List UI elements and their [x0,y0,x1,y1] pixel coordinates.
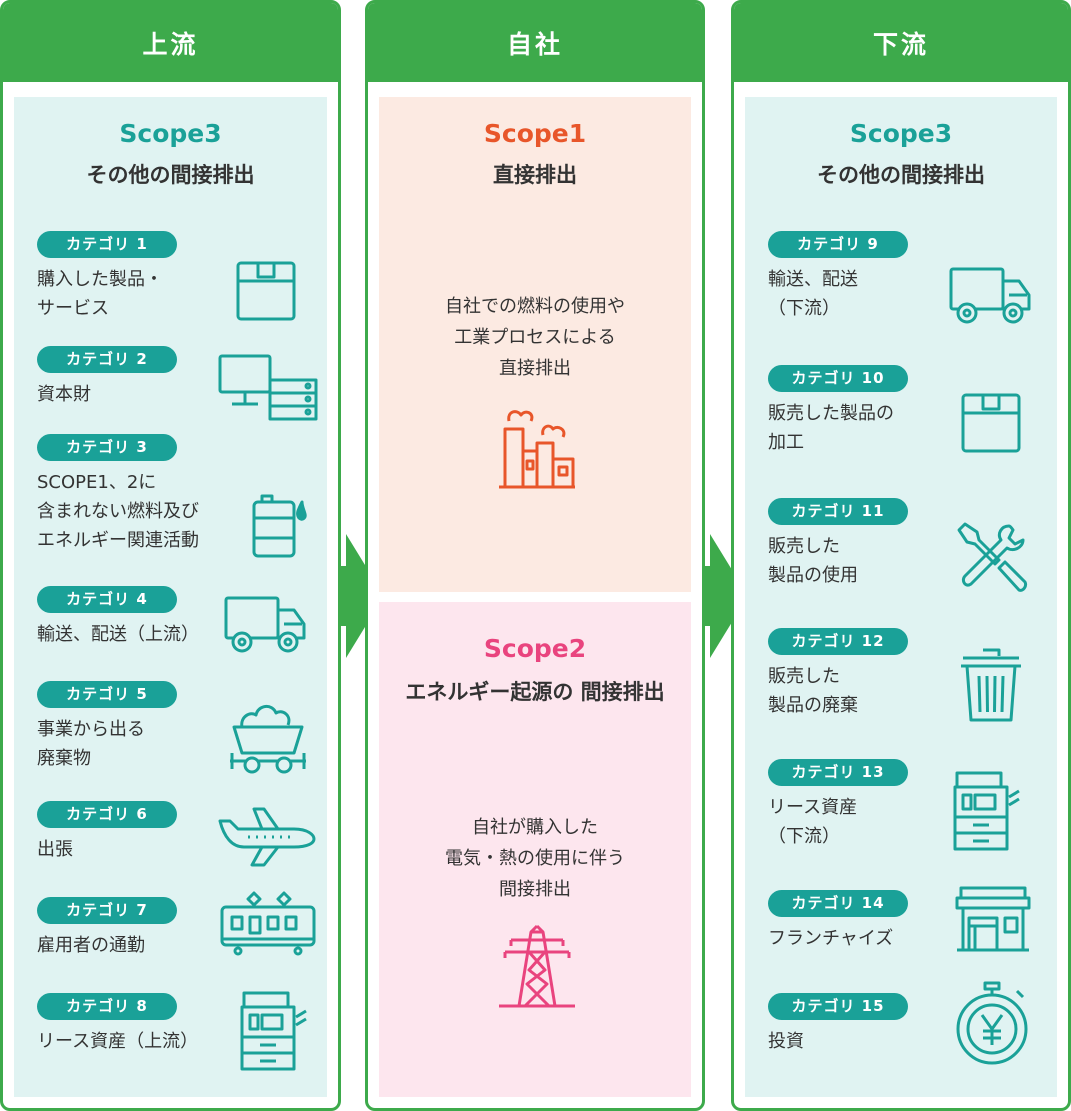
fuel-drum-icon [252,494,307,558]
box-icon [236,261,296,321]
category-label: 投資 [768,1031,804,1052]
category-badge: カテゴリ 4 [37,586,177,613]
scope2-description: 自社が購入した 電気・熱の使用に伴う 間接排出 [445,817,625,900]
category-badge: カテゴリ 2 [37,346,177,373]
train-icon [220,891,316,956]
scope1-subtitle: 直接排出 [493,163,577,187]
category-label: 輸送、配送（上流） [37,624,199,645]
self-header: 自社 [368,3,702,82]
downstream-scope3-panel: Scope3 その他の間接排出 カテゴリ 9 輸送、配送 （下流） カテゴリ 1… [745,97,1057,1097]
upstream-column: 上流 Scope3 その他の間接排出 カテゴリ 1 購入した製品・ サービス カ… [0,0,341,1111]
truck-icon [949,267,1031,324]
category-badge: カテゴリ 10 [768,365,908,392]
box-icon [961,393,1021,453]
upstream-scope3-panel: Scope3 その他の間接排出 カテゴリ 1 購入した製品・ サービス カテゴリ… [14,97,327,1097]
upstream-header: 上流 [3,3,338,82]
category-badge: カテゴリ 7 [37,897,177,924]
truck-icon [224,596,306,653]
category-badge: カテゴリ 9 [768,231,908,258]
upstream-scope-title: Scope3 [119,119,222,148]
category-badge: カテゴリ 3 [37,434,177,461]
computer-server-icon [218,354,318,421]
category-9: カテゴリ 9 輸送、配送 （下流） [745,231,1057,331]
category-label: 雇用者の通勤 [37,935,145,956]
power-tower-icon [499,924,575,1008]
scope1-title: Scope1 [483,119,587,148]
category-label: 購入した製品・ サービス [37,269,163,319]
copier-icon [240,991,307,1071]
category-7: カテゴリ 7 雇用者の通勤 [14,891,327,997]
category-label: 資本財 [37,384,91,405]
self-column: 自社 Scope1 直接排出 自社での燃料の使用や 工業プロセスによる 直接排出… [365,0,705,1111]
scope2-panel: Scope2 エネルギー起源の 間接排出 自社が購入した 電気・熱の使用に伴う … [379,602,691,1097]
scope1-description: 自社での燃料の使用や 工業プロセスによる 直接排出 [445,296,625,379]
category-11: カテゴリ 11 販売した 製品の使用 [745,498,1057,598]
category-label: 販売した 製品の使用 [768,536,858,586]
downstream-header: 下流 [734,3,1068,82]
category-badge: カテゴリ 8 [37,993,177,1020]
category-badge: カテゴリ 14 [768,890,908,917]
tools-icon [957,522,1027,592]
category-badge: カテゴリ 12 [768,628,908,655]
category-2: カテゴリ 2 資本財 [14,346,327,446]
downstream-scope-title: Scope3 [849,119,953,148]
category-8: カテゴリ 8 リース資産（上流） [14,991,327,1093]
arrow-right-icon [340,534,384,658]
category-label: 販売した製品の 加工 [768,403,894,453]
category-4: カテゴリ 4 輸送、配送（上流） [14,586,327,686]
category-label: SCOPE1、2に 含まれない燃料及び エネルギー関連活動 [37,472,199,551]
category-label: 出張 [37,839,73,860]
category-label: 輸送、配送 （下流） [768,269,858,319]
category-label: リース資産（上流） [37,1031,199,1052]
category-1: カテゴリ 1 購入した製品・ サービス [14,231,327,331]
category-label: 事業から出る 廃棄物 [37,719,145,769]
copier-icon [953,771,1020,851]
upstream-scope-subtitle: その他の間接排出 [86,163,255,187]
category-10: カテゴリ 10 販売した製品の 加工 [745,365,1057,465]
airplane-icon [218,807,316,867]
scope1-panel: Scope1 直接排出 自社での燃料の使用や 工業プロセスによる 直接排出 [379,97,691,592]
category-3: カテゴリ 3 SCOPE1、2に 含まれない燃料及び エネルギー関連活動 [14,434,327,558]
category-badge: カテゴリ 13 [768,759,908,786]
category-12: カテゴリ 12 販売した 製品の廃棄 [745,628,1057,728]
downstream-column: 下流 Scope3 その他の間接排出 カテゴリ 9 輸送、配送 （下流） [731,0,1071,1111]
category-label: リース資産 （下流） [768,797,858,847]
category-6: カテゴリ 6 出張 [14,801,327,901]
category-15: カテゴリ 15 投資 [745,981,1057,1093]
arrow-right-icon [704,534,748,658]
category-badge: カテゴリ 15 [768,993,908,1020]
category-14: カテゴリ 14 フランチャイズ [745,886,1057,990]
category-badge: カテゴリ 11 [768,498,908,525]
category-badge: カテゴリ 5 [37,681,177,708]
category-badge: カテゴリ 1 [37,231,177,258]
scope2-title: Scope2 [483,634,587,663]
category-5: カテゴリ 5 事業から出る 廃棄物 [14,681,327,781]
downstream-scope-subtitle: その他の間接排出 [817,163,985,187]
factory-icon [499,410,575,489]
scope2-subtitle: エネルギー起源の 間接排出 [405,680,665,704]
category-label: 販売した 製品の廃棄 [768,666,858,716]
store-icon [955,886,1031,952]
waste-cart-icon [230,705,306,774]
category-13: カテゴリ 13 リース資産 （下流） [745,759,1057,859]
category-label: フランチャイズ [768,928,894,949]
yen-stopwatch-icon [956,981,1028,1065]
category-badge: カテゴリ 6 [37,801,177,828]
trash-can-icon [961,648,1021,722]
